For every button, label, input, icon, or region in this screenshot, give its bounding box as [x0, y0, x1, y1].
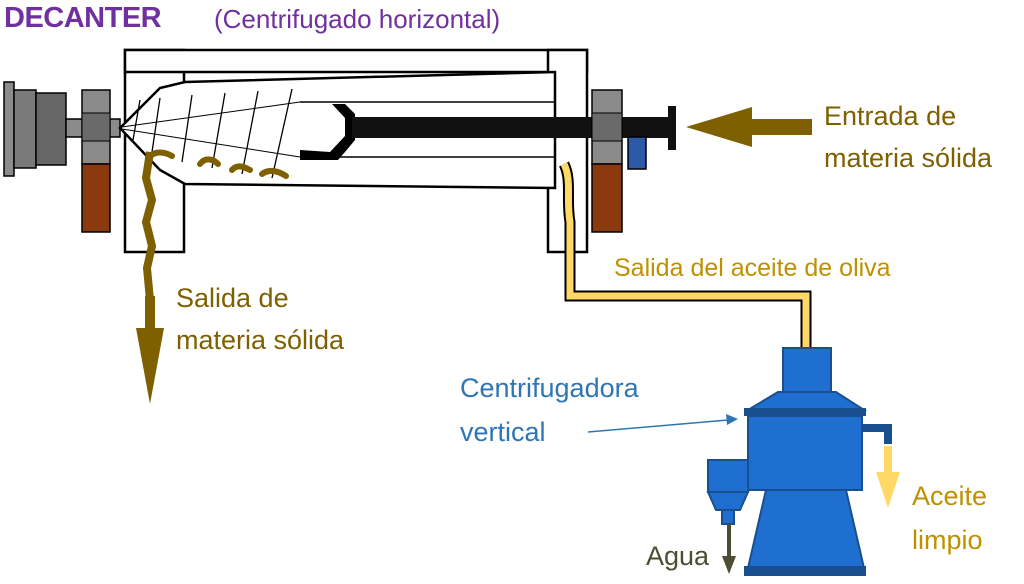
centrifuge-base — [746, 489, 866, 569]
screw-flights — [132, 88, 293, 179]
solid-inlet-label-line1: Entrada de — [824, 101, 957, 131]
centrifuge-top — [782, 347, 832, 393]
water-separator — [707, 459, 749, 493]
diagram-subtitle: (Centrifugado horizontal) — [214, 4, 501, 34]
drive-pulley — [13, 89, 37, 169]
clean-oil-spout — [862, 424, 892, 444]
water-nozzle — [721, 509, 735, 525]
water-arrow — [722, 524, 736, 574]
clean-oil-label-line1: Aceite — [912, 481, 988, 511]
centrifuge-shoulder — [744, 391, 868, 411]
diagram-title: DECANTER — [4, 2, 162, 34]
vertical-centrifuge-label-line2: vertical — [460, 417, 546, 447]
oil-outlet-label: Salida del aceite de oliva — [614, 254, 891, 282]
clean-oil-arrow — [876, 446, 900, 508]
decanter-machine — [3, 48, 676, 254]
centrifuge-pointer — [587, 414, 738, 433]
solid-outlet-arrow-shaft — [145, 296, 155, 330]
water-separator-cone — [706, 491, 750, 511]
centrifuge-foot — [744, 566, 866, 576]
feed-distributor-lower — [300, 150, 345, 160]
left-support-block — [81, 163, 111, 233]
water-label: Agua — [646, 541, 710, 571]
right-bearing-ring — [591, 112, 623, 142]
solid-inlet-arrow — [686, 107, 812, 147]
clean-oil-label-line2: limpio — [912, 525, 983, 555]
cone-line — [121, 128, 301, 158]
feed-distributor — [312, 104, 355, 152]
drive-hub — [35, 92, 67, 166]
vertical-centrifuge — [706, 347, 892, 576]
drive-pulley-outer — [3, 81, 15, 177]
feed-tube — [352, 117, 672, 138]
oil-pipe — [558, 161, 812, 350]
left-bearing-ring — [81, 112, 111, 142]
solid-outlet-label-line2: materia sólida — [176, 325, 345, 355]
solid-inlet-label-line2: materia sólida — [824, 143, 993, 173]
solids-deposit — [145, 149, 289, 179]
centrifuge-body — [747, 415, 863, 491]
centrifuge-lid — [744, 408, 866, 416]
inlet-valve — [627, 136, 647, 170]
feed-tube-flange — [668, 106, 676, 150]
solid-discharge-stream — [142, 151, 156, 301]
vertical-centrifuge-label-line1: Centrifugadora — [460, 373, 639, 403]
solid-outlet-flow — [136, 151, 164, 404]
housing-top — [123, 48, 589, 74]
cone-line — [121, 101, 301, 128]
solid-outlet-arrow — [136, 328, 164, 404]
solid-outlet-label-line1: Salida de — [176, 283, 289, 313]
right-support-block — [591, 163, 623, 233]
